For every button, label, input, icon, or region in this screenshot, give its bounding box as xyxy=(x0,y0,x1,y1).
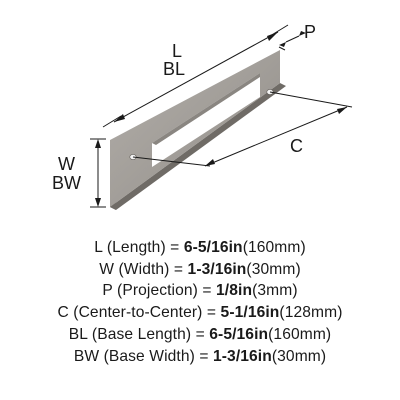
spec-key: C xyxy=(57,304,69,322)
spec-key: L xyxy=(94,239,103,256)
spec-name: (Length) = xyxy=(106,239,184,256)
dimension-diagram: L BL P C W BW xyxy=(52,22,353,210)
spec-metric: (30mm) xyxy=(271,347,327,365)
spec-name: (Base Width) = xyxy=(103,347,213,365)
spec-row-base-width: BW (Base Width) = 1-3/16in(30mm) xyxy=(0,346,400,368)
spec-row-width: W (Width) = 1-3/16in(30mm) xyxy=(0,259,400,281)
spec-name: (Base Length) = xyxy=(91,325,210,343)
spec-value: 1/8in xyxy=(216,282,253,300)
spec-value: 5-1/16in xyxy=(220,304,280,322)
spec-value: 6-5/16in xyxy=(209,325,269,343)
spec-key: BW xyxy=(73,347,100,365)
spec-name: (Projection) = xyxy=(117,282,217,300)
spec-key: W xyxy=(99,260,115,278)
spec-row-projection: P (Projection) = 1/8in(3mm) xyxy=(0,280,400,302)
label-base-length: BL xyxy=(163,59,185,79)
spec-metric: (160mm) xyxy=(242,239,306,256)
spec-value: 1-3/16in xyxy=(212,347,272,365)
spec-metric: (3mm) xyxy=(252,282,298,300)
spec-metric: (160mm) xyxy=(268,325,332,343)
spec-key: BL xyxy=(68,325,88,343)
width-dimension xyxy=(90,138,106,208)
spec-row-length: L (Length) = 6-5/16in(160mm) xyxy=(0,237,400,259)
spec-name: (Center-to-Center) = xyxy=(73,304,221,322)
cutout-inner-edge xyxy=(152,73,260,145)
spec-metric: (128mm) xyxy=(279,304,343,322)
spec-value: 1-3/16in xyxy=(187,260,247,278)
plate-edge xyxy=(110,83,286,210)
spec-row-base-length: BL (Base Length) = 6-5/16in(160mm) xyxy=(0,324,400,346)
label-center-to-center: C xyxy=(290,136,303,156)
spec-value: 6-5/16in xyxy=(183,239,243,256)
label-width: W xyxy=(58,154,75,174)
projection-dimension xyxy=(278,31,306,51)
spec-row-center-to-center: C (Center-to-Center) = 5-1/16in(128mm) xyxy=(0,302,400,324)
spec-key: P xyxy=(102,282,113,300)
pull-plate xyxy=(110,50,286,210)
plate-face xyxy=(110,50,280,207)
label-base-width: BW xyxy=(52,173,81,193)
center-to-center-dimension xyxy=(132,91,353,167)
spec-name: (Width) = xyxy=(118,260,188,278)
spec-list: L (Length) = 6-5/16in(160mm) W (Width) =… xyxy=(0,237,400,367)
label-projection: P xyxy=(304,22,316,42)
length-dimension xyxy=(102,24,289,128)
spec-metric: (30mm) xyxy=(246,260,301,278)
label-length: L xyxy=(172,41,182,61)
